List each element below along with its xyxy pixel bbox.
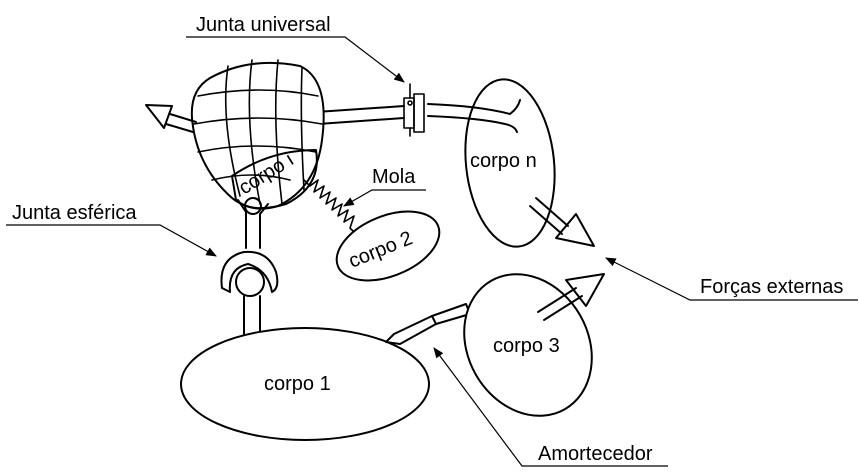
spherical-joint-link	[237, 197, 269, 249]
leader-universal-joint	[186, 36, 405, 83]
body-3: corpo 3	[463, 273, 593, 417]
spherical-joint	[220, 250, 279, 341]
damper	[385, 303, 471, 345]
label-universal-joint: Junta universal	[196, 14, 331, 36]
force-arrow-body-n	[529, 197, 595, 247]
body-3-label: corpo 3	[493, 335, 560, 357]
body-2-shape	[335, 210, 441, 282]
body-1-label: corpo 1	[264, 373, 331, 395]
body-n: corpo n	[464, 78, 556, 248]
leader-external-forces	[605, 257, 858, 301]
body-i: corpo i	[190, 59, 325, 210]
body-1-shape	[180, 327, 430, 441]
body-1: corpo 1	[180, 327, 430, 441]
label-spring: Mola	[372, 166, 416, 188]
universal-joint	[403, 83, 425, 137]
spring	[303, 179, 359, 237]
body-2: corpo 2	[335, 210, 441, 282]
link-rod-upper	[315, 99, 521, 133]
body-n-label: corpo n	[470, 150, 537, 172]
leader-spherical-joint	[6, 224, 217, 257]
force-arrow-body-3	[537, 273, 605, 321]
label-spherical-joint: Junta esférica	[12, 202, 137, 224]
force-arrow-body-i	[145, 104, 197, 133]
leader-spring	[343, 189, 426, 207]
label-external-forces: Forças externas	[700, 276, 843, 298]
label-damper: Amortecedor	[538, 443, 653, 465]
leader-damper	[433, 347, 668, 467]
